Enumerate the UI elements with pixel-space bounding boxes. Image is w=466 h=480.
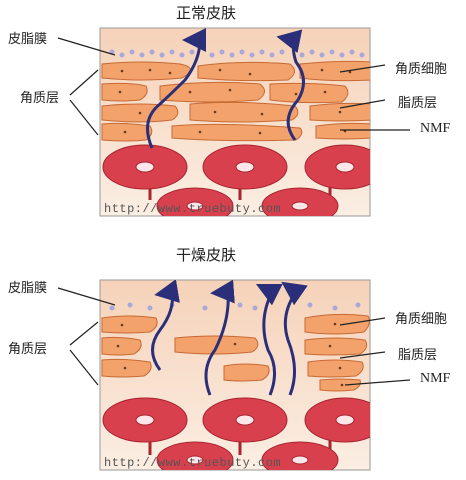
keratinocyte-cells (101, 313, 370, 392)
dry-skin-diagram: http://www.truebuty.com (57, 279, 411, 471)
label-lipid-membrane-top: 皮脂膜 (8, 32, 48, 47)
label-lipid-membrane-bottom: 皮脂膜 (8, 281, 48, 296)
normal-skin-diagram: http://www.truebuty.com (57, 27, 410, 217)
label-pointers-top (57, 37, 410, 136)
watermark-bottom: http://www.truebuty.com (104, 456, 281, 470)
label-nmf-top: NMF (420, 121, 451, 136)
watermark-top: http://www.truebuty.com (104, 202, 281, 216)
nmf-dots (116, 322, 344, 387)
water-loss-arrows (151, 280, 308, 396)
label-nmf-bottom: NMF (420, 371, 451, 386)
water-loss-arrows (146, 28, 305, 149)
label-keratinocyte-top: 角质细胞 (395, 62, 448, 77)
label-keratinocyte-bottom: 角质细胞 (395, 312, 448, 327)
label-stratum-corneum-top: 角质层 (20, 91, 60, 106)
blood-cells (102, 144, 370, 216)
label-pointers-bottom (57, 287, 411, 386)
label-lipid-layer-top: 脂质层 (398, 96, 438, 111)
blood-cells (102, 397, 370, 470)
keratinocyte-cells (101, 60, 370, 142)
dry-skin-title: 干燥皮肤 (176, 246, 237, 264)
label-lipid-layer-bottom: 脂质层 (398, 348, 438, 363)
label-stratum-corneum-bottom: 角质层 (8, 342, 48, 357)
lipid-membrane-dots (109, 49, 365, 58)
normal-skin-title: 正常皮肤 (176, 4, 237, 22)
